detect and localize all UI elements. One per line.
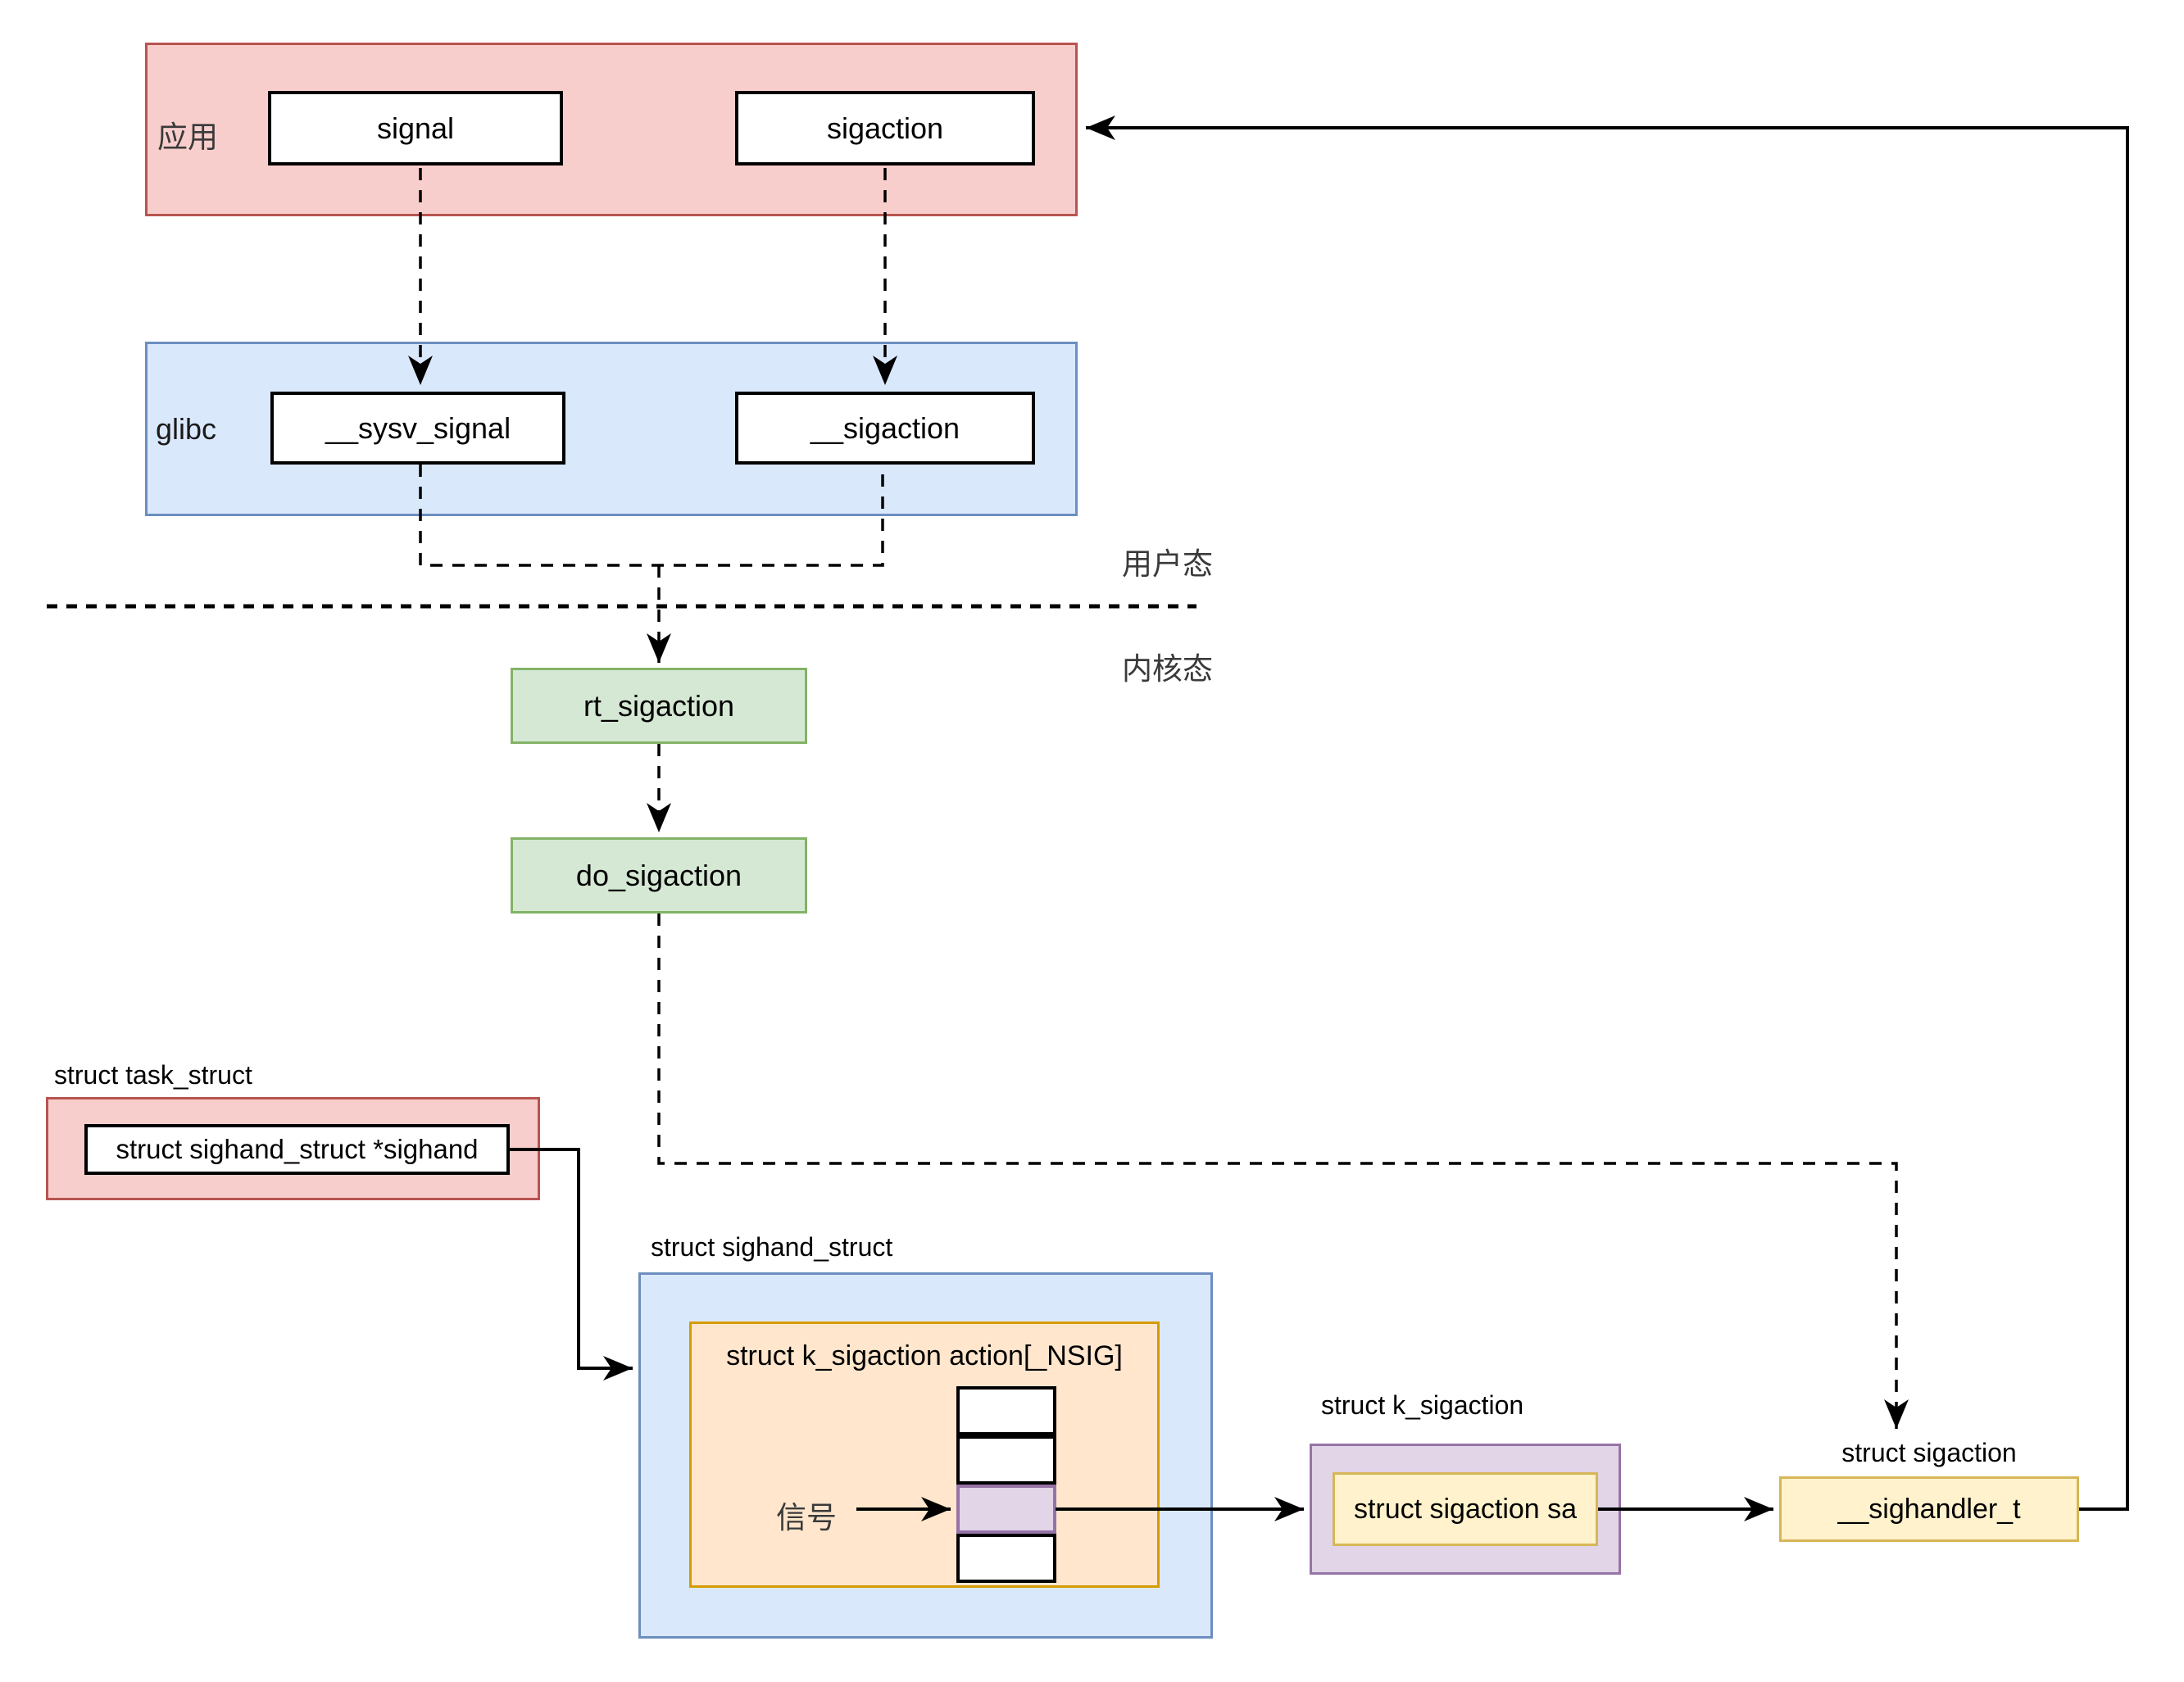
sighandler-field: __sighandler_t: [1779, 1476, 2079, 1542]
node-signal: signal: [268, 91, 563, 165]
k-sigaction-title: struct k_sigaction: [1321, 1390, 1524, 1420]
sighand-pointer-field: struct sighand_struct *sighand: [84, 1124, 510, 1175]
array-cell-1: [956, 1435, 1056, 1485]
action-array-cells: [956, 1386, 1056, 1586]
sighand-struct-title: struct sighand_struct: [651, 1232, 893, 1262]
kernel-mode-label: 内核态: [1122, 652, 1213, 686]
node-glibc-sigaction: __sigaction: [735, 392, 1035, 465]
user-mode-label: 用户态: [1122, 547, 1213, 581]
node-rt-sigaction: rt_sigaction: [511, 668, 807, 744]
array-cell-selected: [956, 1485, 1056, 1534]
edge-handler-return-to-app: [1086, 116, 2129, 1511]
task-struct-title: struct task_struct: [54, 1060, 252, 1090]
app-layer-label: 应用: [157, 120, 218, 154]
sigaction-struct-title: struct sigaction: [1841, 1438, 2017, 1467]
node-do-sigaction: do_sigaction: [511, 837, 807, 914]
glibc-layer-label: glibc: [156, 412, 217, 446]
signal-index-label: 信号: [776, 1501, 837, 1535]
node-sysv-signal: __sysv_signal: [270, 392, 565, 465]
array-cell-3: [956, 1534, 1056, 1583]
node-sigaction: sigaction: [735, 91, 1035, 165]
array-cell-0: [956, 1386, 1056, 1435]
action-array-label: struct k_sigaction action[_NSIG]: [726, 1340, 1123, 1371]
sa-field: struct sigaction sa: [1333, 1472, 1598, 1546]
